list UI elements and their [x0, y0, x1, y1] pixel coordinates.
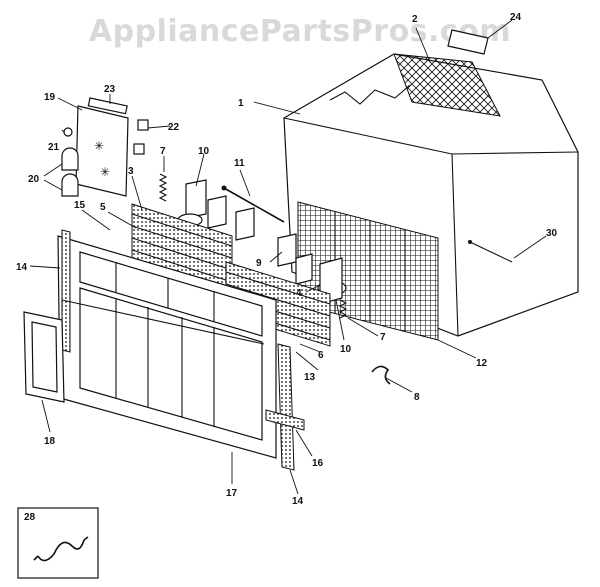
callout-19: 19 — [44, 92, 56, 103]
callout-16: 16 — [312, 458, 324, 469]
callout-13: 13 — [304, 372, 316, 383]
callout-18: 18 — [44, 436, 56, 447]
callout-10-upper: 10 — [198, 146, 210, 157]
svg-text:✳: ✳ — [100, 165, 110, 179]
callout-4: 4 — [296, 288, 302, 299]
callout-15: 15 — [74, 200, 86, 211]
callout-28: 28 — [24, 512, 36, 523]
callout-9: 9 — [256, 258, 262, 269]
leader-lines — [29, 19, 547, 495]
svg-text:✳: ✳ — [94, 139, 104, 153]
top-mesh-panel — [393, 53, 501, 117]
callout-7-lower: 7 — [380, 332, 386, 343]
callout-2: 2 — [412, 14, 418, 25]
side-strip-right — [277, 343, 295, 471]
callout-21: 21 — [48, 142, 60, 153]
callout-3: 3 — [128, 166, 134, 177]
callout-14-left: 14 — [16, 262, 28, 273]
callout-11: 11 — [234, 158, 245, 169]
mounting-bracket — [371, 365, 391, 385]
callout-5: 5 — [100, 202, 106, 213]
side-strip-left — [61, 229, 71, 353]
callout-1: 1 — [238, 98, 244, 109]
control-panel: ✳ ✳ — [75, 97, 149, 197]
springs-and-blades — [158, 173, 348, 319]
callout-14-right: 14 — [292, 496, 304, 507]
front-panel — [57, 235, 277, 459]
inset-detail-box — [17, 507, 99, 579]
drain-strip — [265, 409, 305, 431]
callout-6: 6 — [318, 350, 324, 361]
callout-7-upper: 7 — [160, 146, 166, 157]
callout-labels: 1 2 24 19 23 21 22 20 7 10 11 3 15 5 14 … — [16, 12, 558, 523]
callout-20: 20 — [28, 174, 40, 185]
callout-23: 23 — [104, 84, 116, 95]
watermark: AppliancePartsPros.com — [88, 14, 512, 49]
fan-shaft — [223, 187, 285, 223]
callout-10-lower: 10 — [340, 344, 352, 355]
callout-8: 8 — [414, 392, 420, 403]
callout-22: 22 — [168, 122, 180, 133]
callout-24: 24 — [510, 12, 522, 23]
label-plate — [447, 29, 489, 55]
callout-30: 30 — [546, 228, 558, 239]
callout-17: 17 — [226, 488, 238, 499]
air-filter — [23, 299, 265, 403]
knobs — [61, 127, 79, 197]
callout-12: 12 — [476, 358, 488, 369]
